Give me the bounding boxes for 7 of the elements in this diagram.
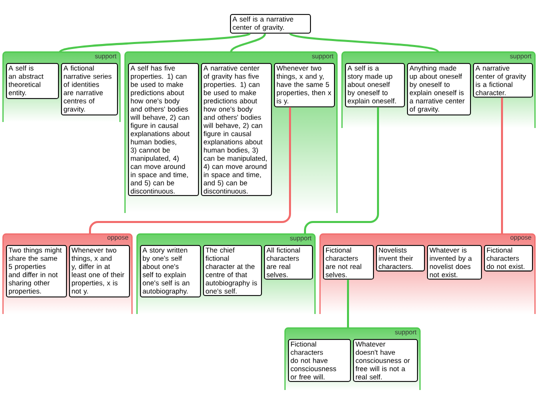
connector-line [230,33,266,52]
connector-line [89,107,291,234]
connector-line [304,107,379,234]
connector-line [501,98,503,234]
connector-line [59,32,250,53]
connector-line [347,280,349,328]
connector-line [290,32,439,53]
